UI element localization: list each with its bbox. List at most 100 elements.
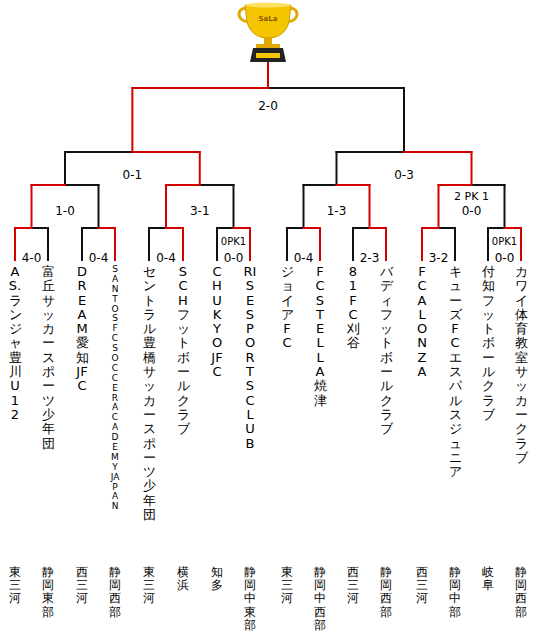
trophy-icon — [239, 3, 297, 63]
bracket-line — [439, 184, 472, 186]
bracket-line — [14, 228, 16, 260]
region-name: 静岡中西部 — [314, 566, 326, 632]
bracket-line — [166, 227, 183, 229]
bracket-line — [421, 228, 423, 260]
bracket-line — [182, 228, 184, 260]
bracket-line — [304, 184, 337, 186]
bracket-line — [32, 227, 49, 229]
bracket-line — [132, 87, 268, 89]
team-name: DREAM愛知JFC — [76, 265, 89, 394]
team-name: SCHフットボールクラブ — [177, 265, 190, 437]
score: 2-3 — [360, 251, 380, 265]
bracket-line — [353, 227, 370, 229]
bracket-line — [403, 88, 405, 152]
pk-score: 0PK1 — [221, 236, 246, 248]
team-name: FC ALONZA — [416, 265, 429, 379]
bracket-line — [249, 228, 251, 260]
region-name: 岐阜 — [482, 566, 494, 592]
bracket-line — [520, 228, 522, 260]
score: 3-1 — [190, 204, 210, 218]
bracket-line — [149, 227, 166, 229]
team-name: ジョイアFC — [281, 265, 294, 351]
bracket-line — [199, 152, 201, 185]
bracket-line — [64, 152, 66, 185]
region-name: 西三河 — [76, 566, 88, 606]
bracket-line — [454, 228, 456, 260]
team-name: キューズFC エスパルスジュニア — [449, 265, 462, 479]
score: 0-4 — [89, 251, 109, 265]
bracket-line — [488, 227, 505, 229]
bracket-line — [487, 228, 489, 260]
bracket-line — [15, 227, 32, 229]
pk-score: 0PK1 — [492, 236, 517, 248]
score: 3-2 — [429, 251, 449, 265]
bracket-line — [385, 228, 387, 260]
bracket-line — [200, 184, 234, 186]
bracket-line — [404, 151, 472, 153]
region-name: 西三河 — [347, 566, 359, 606]
bracket-line — [369, 185, 371, 228]
team-name: AS.ランジャ豊川U12 — [9, 265, 22, 422]
bracket-line — [233, 185, 235, 228]
bracket-line — [352, 228, 354, 260]
bracket-line — [336, 152, 338, 185]
team-name: SANTOS FC SOCCER ACADEMY JAPAN — [111, 265, 120, 512]
bracket-line — [504, 185, 506, 228]
team-name: 富丘サッカースポーツ少年団 — [42, 265, 55, 451]
team-name: 付知フットボールクラブ — [482, 265, 495, 422]
bracket-line — [81, 228, 83, 260]
score: 0-0 — [224, 251, 244, 265]
bracket-line — [287, 227, 304, 229]
team-name: CHUKYO JFC — [211, 265, 224, 379]
score: 4-0 — [22, 251, 42, 265]
bracket-line — [47, 228, 49, 260]
score: 0-1 — [123, 168, 143, 182]
bracket-line — [98, 185, 100, 228]
team-name: バディフットボールクラブ — [380, 265, 393, 437]
bracket-line — [234, 227, 251, 229]
team-name: セントラル豊橋サッカースポーツ少年団 — [143, 265, 156, 522]
bracket-line — [217, 227, 234, 229]
team-name: カワイ体育教室サッカークラブ — [515, 265, 528, 465]
bracket-line — [268, 87, 404, 89]
pk-score: 2 PK 1 — [454, 190, 489, 203]
bracket-line — [422, 227, 439, 229]
team-name: RISE SPORTS CLUB — [244, 265, 257, 451]
score: 1-3 — [327, 204, 347, 218]
bracket-line — [216, 228, 218, 260]
bracket-line — [439, 227, 456, 229]
region-name: 西三河 — [416, 566, 428, 606]
bracket-line — [132, 151, 199, 153]
region-name: 静岡中東部 — [244, 566, 256, 632]
score: 2-0 — [258, 99, 278, 113]
bracket-line — [31, 185, 33, 228]
bracket-line — [471, 152, 473, 185]
region-name: 静岡東部 — [42, 566, 54, 619]
bracket-line — [370, 227, 387, 229]
bracket-line — [65, 151, 132, 153]
score: 0-4 — [294, 251, 314, 265]
region-name: 東三河 — [9, 566, 21, 606]
bracket-line — [65, 184, 99, 186]
bracket-line — [165, 185, 167, 228]
region-name: 横浜 — [177, 566, 189, 592]
bracket-line — [286, 228, 288, 260]
bracket-line — [303, 185, 305, 228]
bracket-line — [32, 184, 66, 186]
bracket-line — [166, 184, 200, 186]
bracket-line — [304, 227, 321, 229]
trophy-text: SaLa — [259, 15, 278, 23]
bracket-line — [114, 228, 116, 260]
bracket-line — [148, 228, 150, 260]
bracket-line — [505, 227, 522, 229]
team-name: FCSTELLA 焼津 — [314, 265, 327, 408]
region-name: 知多 — [211, 566, 223, 592]
bracket-line — [337, 184, 370, 186]
bracket-line — [337, 151, 405, 153]
region-name: 静岡中部 — [449, 566, 461, 619]
bracket-line — [131, 88, 133, 152]
region-name: 静岡西部 — [515, 566, 527, 619]
score: 0-3 — [394, 168, 414, 182]
bracket-line — [319, 228, 321, 260]
team-name: 81FC刈谷 — [347, 265, 360, 351]
